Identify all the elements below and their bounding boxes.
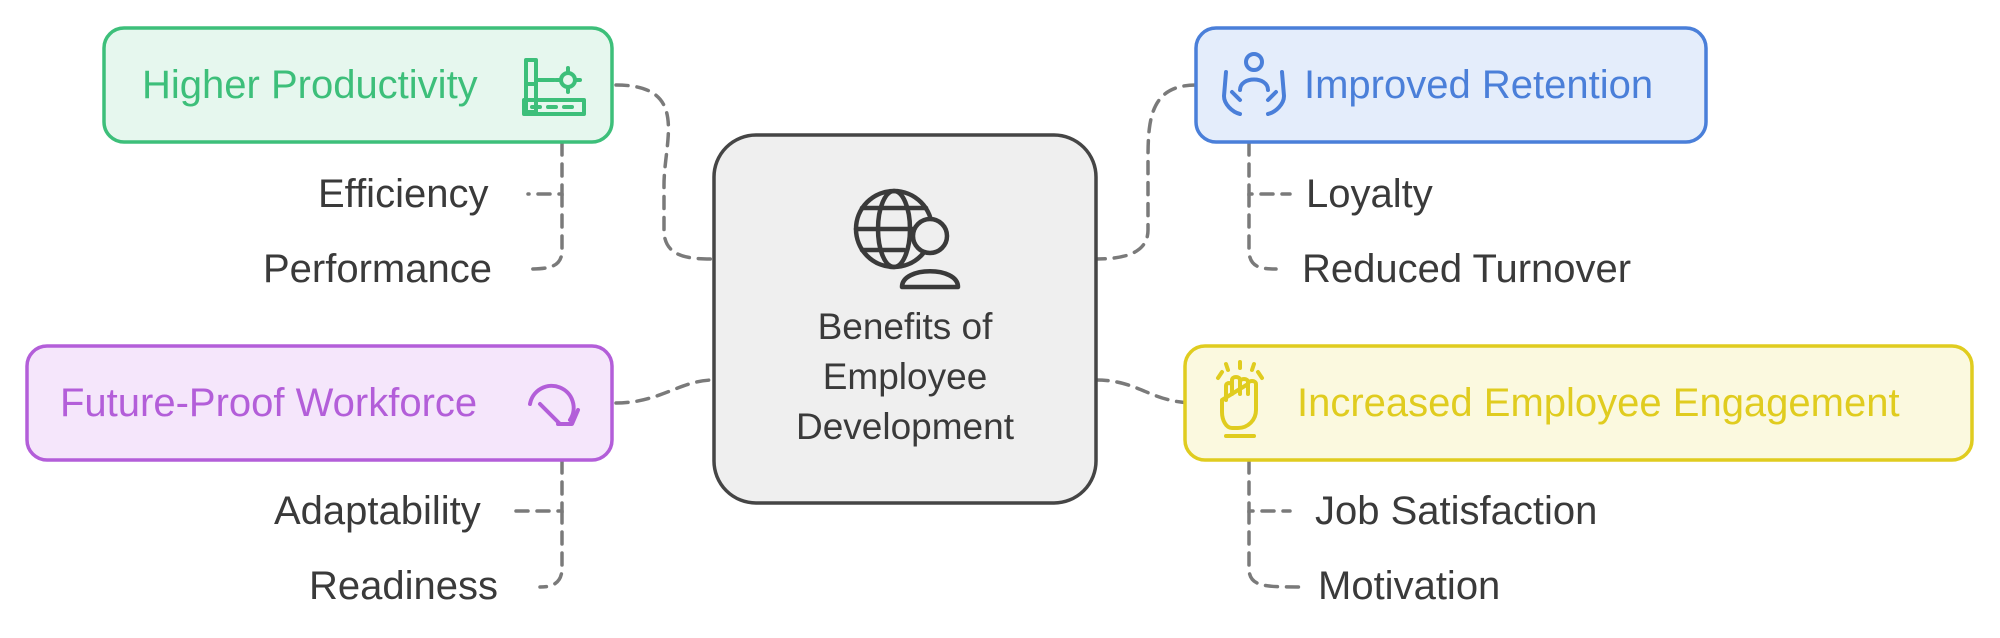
center-title-line-3: Development: [796, 406, 1015, 447]
workforce-title: Future-Proof Workforce: [60, 381, 477, 425]
raised-fist-icon: [1216, 360, 1264, 438]
connector-productivity: [614, 83, 716, 261]
center-title-line-2: Employee: [823, 356, 988, 397]
center-node: Benefits of Employee Development: [712, 133, 1098, 505]
rotate-arrow-icon: [528, 383, 580, 426]
engagement-title: Increased Employee Engagement: [1297, 381, 1900, 425]
workforce-item-readiness: Readiness: [309, 564, 498, 608]
connector-readiness: [538, 509, 564, 589]
center-box: [712, 133, 1098, 505]
connector-loyalty: [1247, 141, 1292, 196]
connector-job-satisfaction: [1247, 459, 1292, 513]
branch-productivity: Higher Productivity Efficiency Performan…: [102, 26, 614, 291]
engagement-box: [1183, 344, 1974, 462]
productivity-box: [102, 26, 614, 144]
connector-performance: [524, 192, 564, 271]
connector-retention: [1094, 83, 1198, 261]
workforce-item-adaptability: Adaptability: [274, 489, 481, 533]
connector-adaptability: [506, 459, 564, 513]
retention-item-loyalty: Loyalty: [1306, 172, 1433, 216]
productivity-item-efficiency: Efficiency: [318, 172, 488, 216]
engagement-item-job-satisfaction: Job Satisfaction: [1315, 489, 1597, 533]
connector-reduced-turnover: [1247, 192, 1278, 271]
branch-workforce: Future-Proof Workforce Adaptability Read…: [25, 344, 614, 608]
connector-engagement: [1094, 378, 1198, 405]
connectors: [506, 83, 1302, 589]
connector-efficiency: [526, 141, 564, 196]
globe-person-icon: [853, 188, 961, 290]
factory-icon: [522, 58, 586, 116]
retention-box: [1194, 26, 1708, 144]
retention-title: Improved Retention: [1304, 63, 1653, 107]
connector-workforce: [614, 378, 716, 405]
center-title-line-1: Benefits of: [818, 306, 994, 347]
workforce-box: [25, 344, 614, 462]
engagement-item-motivation: Motivation: [1318, 564, 1500, 608]
branch-retention: Improved Retention Loyalty Reduced Turno…: [1194, 26, 1708, 291]
hands-person-icon: [1222, 52, 1286, 116]
branch-engagement: Increased Employee Engagement Job Satisf…: [1183, 344, 1974, 608]
connector-motivation: [1247, 509, 1302, 589]
retention-item-reduced-turnover: Reduced Turnover: [1302, 247, 1631, 291]
productivity-title: Higher Productivity: [142, 63, 478, 107]
productivity-item-performance: Performance: [263, 247, 492, 291]
